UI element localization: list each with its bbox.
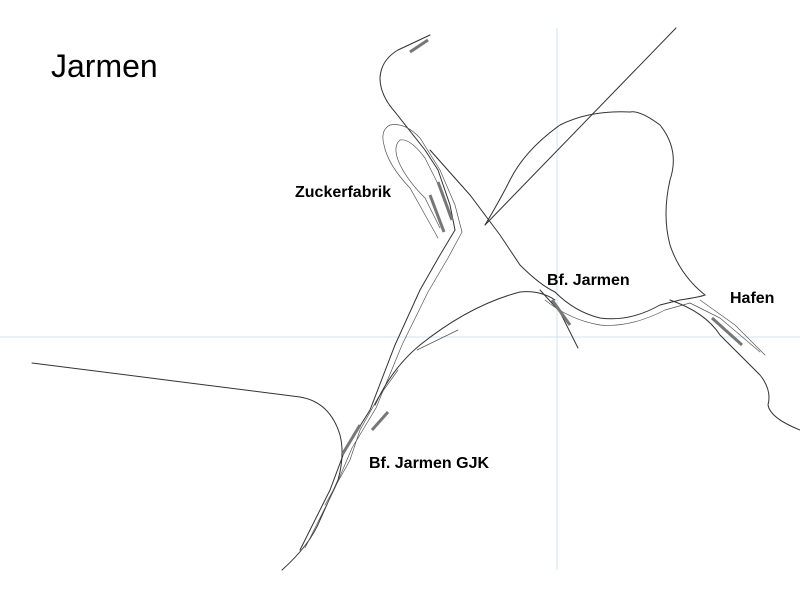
track-south-siding — [324, 369, 399, 506]
track-bf-jarmen-south — [539, 289, 579, 349]
platform-bf-jarmen — [550, 299, 572, 326]
track-hafen-siding-2 — [699, 299, 766, 356]
track-gjk-east-branch — [374, 291, 556, 406]
label-bf-jarmen-gjk: Bf. Jarmen GJK — [369, 455, 490, 472]
label-zuckerfabrik: Zuckerfabrik — [295, 184, 392, 201]
label-bf-jarmen: Bf. Jarmen — [547, 272, 630, 289]
platform-gjk-1 — [340, 424, 362, 456]
platform-north-end — [409, 38, 429, 54]
platform-hafen — [710, 316, 744, 347]
platform-gjk-2 — [370, 411, 390, 431]
track-diagonal-main — [484, 27, 677, 226]
track-west-line — [31, 362, 343, 571]
map-title: Jarmen — [51, 48, 158, 84]
platform-zuckerfabrik-1 — [428, 194, 446, 233]
track-north-branch — [379, 34, 456, 231]
track-zucker-loop-outer — [382, 124, 463, 239]
track-zucker-loop-inner — [395, 139, 451, 229]
track-gjk-east-spur — [416, 329, 459, 351]
track-south-trunk — [299, 229, 456, 551]
track-central-link — [484, 111, 631, 226]
track-bf-jarmen-parallel — [544, 299, 691, 326]
track-hafen-main — [669, 299, 800, 431]
label-hafen: Hafen — [730, 290, 775, 307]
track-hafen-siding-1 — [689, 302, 761, 353]
track-bf-jarmen-loop — [554, 111, 706, 320]
platform-zuckerfabrik-2 — [436, 181, 454, 221]
track-crossing-link — [429, 149, 556, 293]
